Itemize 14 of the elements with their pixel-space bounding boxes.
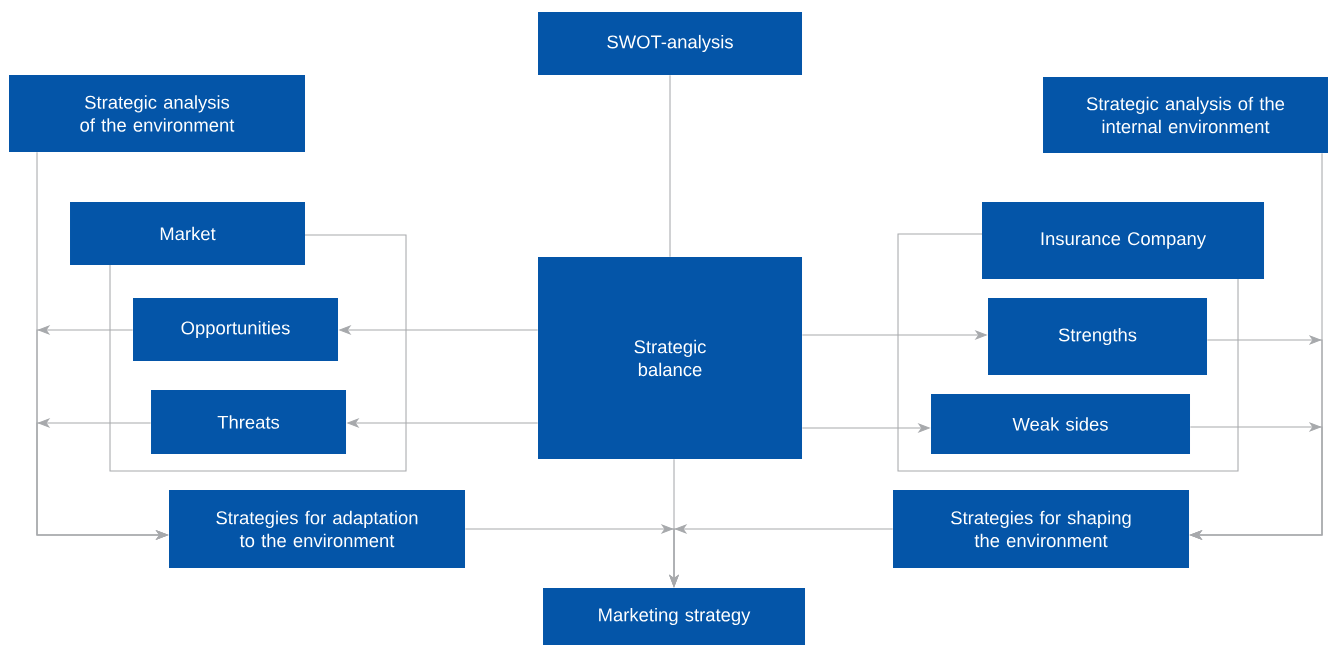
process-box: Marketing strategy: [543, 588, 805, 645]
process-box: Market: [70, 202, 305, 265]
process-box: Strategic analysis of the environment: [9, 75, 305, 152]
process-box: Strategies for shaping the environment: [893, 490, 1189, 568]
process-box: Strategies for adaptation to the environment: [169, 490, 465, 568]
process-box: SWOT-analysis: [538, 12, 802, 75]
process-box: Strategic analysis of the internal environment: [1043, 77, 1328, 153]
process-box: Strengths: [988, 298, 1207, 375]
process-box: Weak sides: [931, 394, 1190, 454]
process-box: Insurance Company: [982, 202, 1264, 279]
process-box: Strategic balance: [538, 257, 802, 459]
process-box: Threats: [151, 390, 346, 454]
process-box: Opportunities: [133, 298, 338, 361]
arrow: [1189, 421, 1323, 541]
